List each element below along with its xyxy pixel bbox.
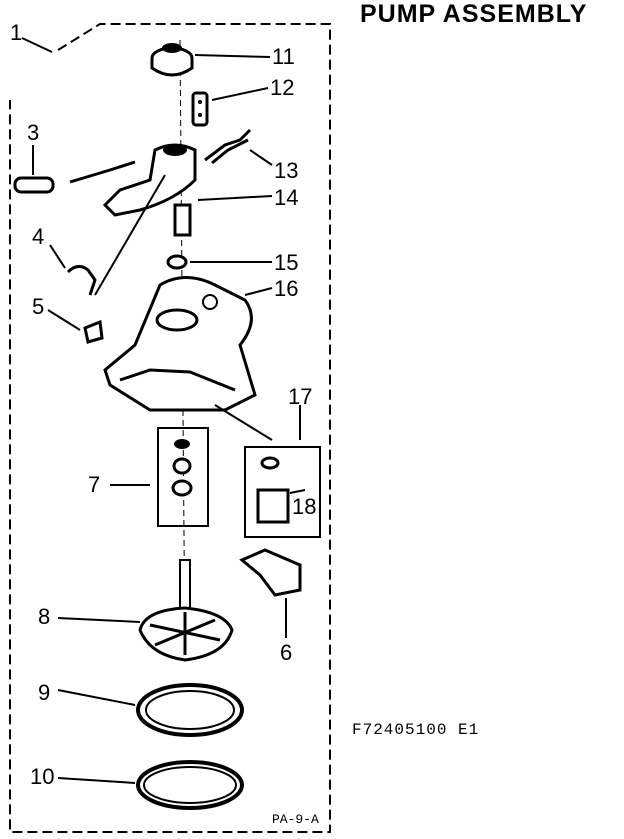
callout-4: 4: [32, 224, 44, 249]
callout-1: 1: [10, 20, 22, 45]
part-7-seal-kit[interactable]: [157, 427, 209, 527]
part-6-bracket[interactable]: [239, 548, 302, 597]
shaft: [179, 559, 191, 611]
part-11-pulley[interactable]: [150, 43, 194, 77]
callout-9: 9: [38, 680, 50, 705]
reference-code: F72405100 E1: [352, 721, 480, 739]
callout-6: 6: [280, 640, 292, 665]
callout-11: 11: [272, 44, 295, 69]
part-10-ring[interactable]: [136, 760, 244, 810]
callout-10: 10: [30, 764, 54, 789]
assembly-outline: [9, 23, 331, 833]
part-4-wire[interactable]: [66, 265, 97, 296]
part-17-valve-kit[interactable]: [244, 446, 321, 538]
callout-16: 16: [274, 276, 298, 301]
page-title: PUMP ASSEMBLY: [360, 0, 588, 28]
part-14-cover[interactable]: [69, 143, 197, 237]
part-16-pump-housing[interactable]: [103, 276, 273, 441]
callout-18: 18: [292, 494, 316, 519]
callout-17: 17: [288, 384, 312, 409]
callout-3: 3: [27, 120, 39, 145]
callout-15: 15: [274, 250, 298, 275]
callout-8: 8: [38, 604, 50, 629]
drawing-code: PA-9-A: [272, 812, 319, 827]
part-15-washer[interactable]: [166, 254, 188, 270]
part-3-pin[interactable]: [13, 176, 55, 194]
callout-7: 7: [88, 472, 100, 497]
part-9-ring[interactable]: [136, 683, 244, 737]
part-12-key[interactable]: [191, 91, 209, 127]
part-5-bracket[interactable]: [83, 319, 104, 344]
leader-lines: [21, 37, 306, 784]
callout-5: 5: [32, 294, 44, 319]
callout-14: 14: [274, 185, 298, 210]
callout-13: 13: [274, 158, 298, 183]
callout-12: 12: [270, 75, 294, 100]
part-13-spring-clip[interactable]: [204, 128, 252, 165]
part-8-impeller[interactable]: [138, 606, 234, 662]
